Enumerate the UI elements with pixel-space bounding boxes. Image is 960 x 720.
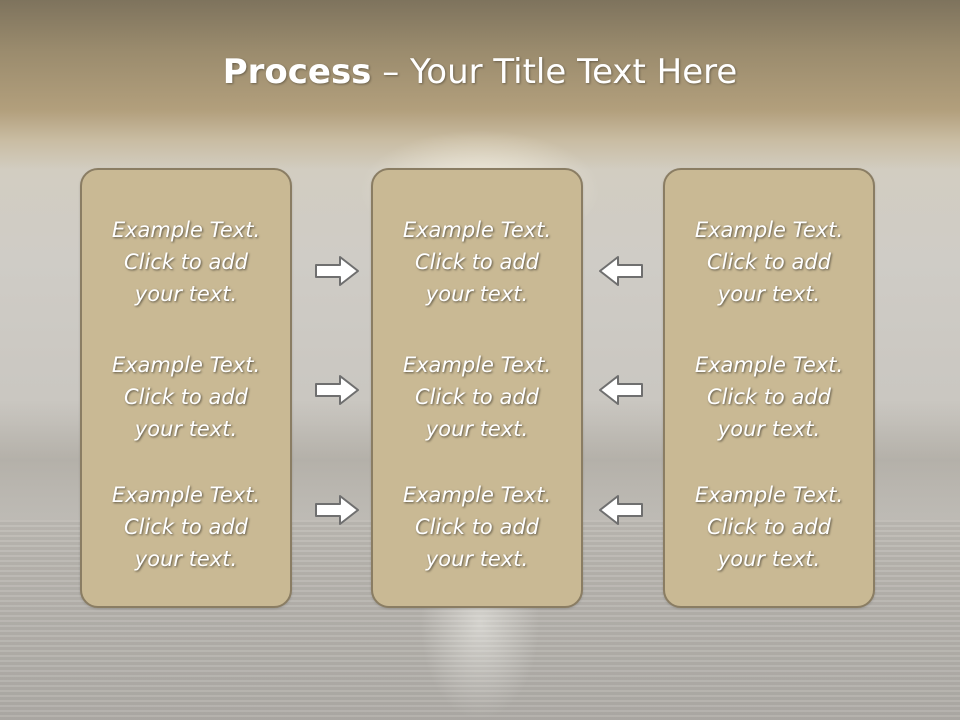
text-line: Example Text. bbox=[402, 483, 552, 507]
text-line: Click to add bbox=[706, 515, 831, 539]
text-line: your text. bbox=[425, 417, 529, 441]
text-block[interactable]: Example Text. Click to add your text. bbox=[665, 479, 873, 575]
slide-title-bold: Process bbox=[222, 52, 372, 92]
text-block[interactable]: Example Text. Click to add your text. bbox=[373, 349, 581, 445]
text-block[interactable]: Example Text. Click to add your text. bbox=[665, 349, 873, 445]
right-arrow-icon[interactable] bbox=[314, 373, 360, 407]
text-line: Click to add bbox=[414, 515, 539, 539]
left-arrow-icon[interactable] bbox=[598, 493, 644, 527]
slide-title[interactable]: Process – Your Title Text Here bbox=[0, 52, 960, 92]
text-block[interactable]: Example Text. Click to add your text. bbox=[82, 479, 290, 575]
text-line: Example Text. bbox=[694, 353, 844, 377]
left-arrow-icon[interactable] bbox=[598, 373, 644, 407]
text-block[interactable]: Example Text. Click to add your text. bbox=[82, 349, 290, 445]
right-arrow-icon[interactable] bbox=[314, 254, 360, 288]
text-line: your text. bbox=[134, 417, 238, 441]
text-line: your text. bbox=[134, 282, 238, 306]
text-line: Example Text. bbox=[402, 353, 552, 377]
text-line: Click to add bbox=[706, 385, 831, 409]
panel-middle[interactable]: Example Text. Click to add your text. Ex… bbox=[371, 168, 583, 608]
text-line: your text. bbox=[717, 417, 821, 441]
text-line: Click to add bbox=[706, 250, 831, 274]
text-block[interactable]: Example Text. Click to add your text. bbox=[665, 214, 873, 310]
slide-title-rest: – Your Title Text Here bbox=[371, 52, 738, 92]
text-line: Example Text. bbox=[111, 483, 261, 507]
text-line: Example Text. bbox=[402, 218, 552, 242]
text-line: your text. bbox=[717, 282, 821, 306]
text-line: Click to add bbox=[123, 385, 248, 409]
text-line: Click to add bbox=[414, 250, 539, 274]
text-line: Click to add bbox=[123, 515, 248, 539]
text-line: Example Text. bbox=[694, 483, 844, 507]
text-line: your text. bbox=[425, 547, 529, 571]
panel-left[interactable]: Example Text. Click to add your text. Ex… bbox=[80, 168, 292, 608]
right-arrow-icon[interactable] bbox=[314, 493, 360, 527]
text-block[interactable]: Example Text. Click to add your text. bbox=[82, 214, 290, 310]
text-line: Click to add bbox=[414, 385, 539, 409]
text-line: Example Text. bbox=[111, 353, 261, 377]
text-block[interactable]: Example Text. Click to add your text. bbox=[373, 479, 581, 575]
panel-right[interactable]: Example Text. Click to add your text. Ex… bbox=[663, 168, 875, 608]
text-line: your text. bbox=[717, 547, 821, 571]
left-arrow-icon[interactable] bbox=[598, 254, 644, 288]
text-block[interactable]: Example Text. Click to add your text. bbox=[373, 214, 581, 310]
text-line: Example Text. bbox=[111, 218, 261, 242]
text-line: your text. bbox=[425, 282, 529, 306]
text-line: Click to add bbox=[123, 250, 248, 274]
text-line: your text. bbox=[134, 547, 238, 571]
text-line: Example Text. bbox=[694, 218, 844, 242]
